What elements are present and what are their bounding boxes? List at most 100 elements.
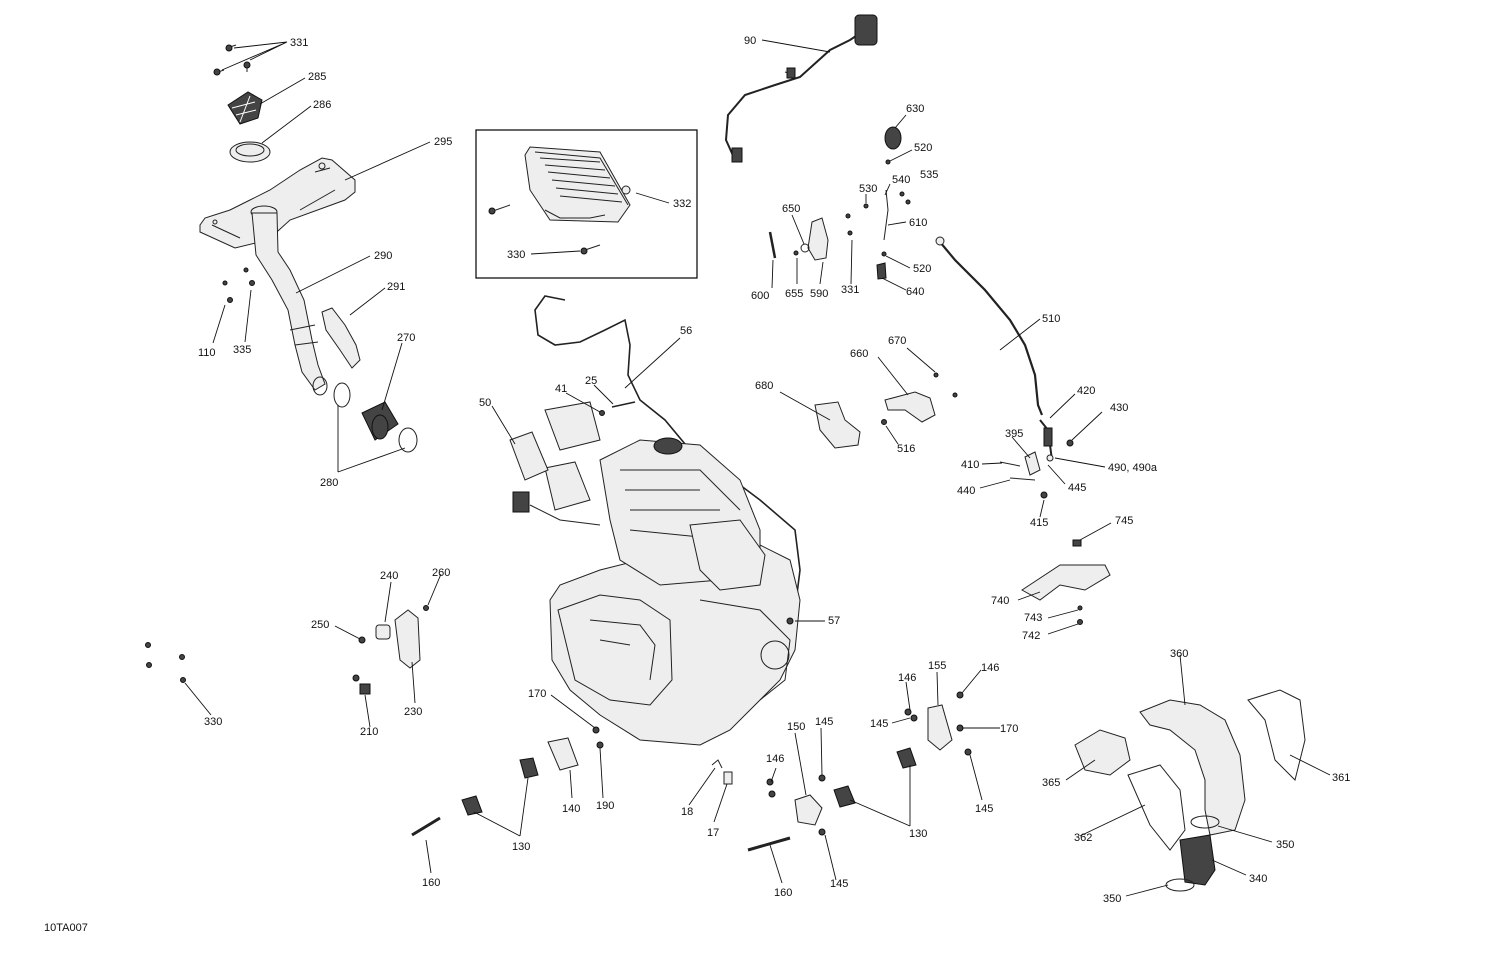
callout-50: 50 — [479, 397, 491, 409]
callout-540: 540 — [892, 174, 910, 186]
wire-harness-90 — [724, 14, 878, 163]
bracket-740 — [1021, 564, 1111, 601]
clamp-280-b — [398, 427, 418, 453]
callout-150: 150 — [787, 721, 805, 733]
callout-680: 680 — [755, 380, 773, 392]
pin-17 — [723, 771, 733, 785]
callout-362: 362 — [1074, 832, 1092, 844]
bracket-150 — [794, 794, 823, 826]
callout-350: 350 — [1276, 839, 1294, 851]
callout-361: 361 — [1332, 772, 1350, 784]
callout-155: 155 — [928, 660, 946, 672]
engine-block — [512, 401, 801, 746]
callout-57: 57 — [828, 615, 840, 627]
clamp-350-b — [1165, 878, 1195, 892]
callout-90: 90 — [744, 35, 756, 47]
callout-650: 650 — [782, 203, 800, 215]
spacer-240 — [375, 624, 391, 640]
callout-743: 743 — [1024, 612, 1042, 624]
clamp-350-a — [1190, 815, 1220, 829]
callout-335: 335 — [233, 344, 251, 356]
flange-365 — [1074, 729, 1131, 776]
callout-395: 395 — [1005, 428, 1023, 440]
washer-335b — [243, 267, 249, 273]
diagram-code: 10TA007 — [44, 922, 88, 934]
callout-360: 360 — [1170, 648, 1188, 660]
callout-655: 655 — [785, 288, 803, 300]
mount-130-b — [461, 795, 483, 816]
callout-160: 160 — [422, 877, 440, 889]
callout-530: 530 — [859, 183, 877, 195]
callout-291: 291 — [387, 281, 405, 293]
bolt-160-b — [747, 836, 791, 852]
clamp-280-a — [333, 382, 351, 408]
callout-18: 18 — [681, 806, 693, 818]
callout-140: 140 — [562, 803, 580, 815]
callout-410: 410 — [961, 459, 979, 471]
callout-340: 340 — [1249, 873, 1267, 885]
ecu-screw-330a — [492, 204, 511, 212]
bracket-140 — [547, 737, 579, 771]
callout-600: 600 — [751, 290, 769, 302]
bolt-160-a — [411, 816, 441, 837]
callout-146c: 146 — [766, 753, 784, 765]
callout-160b: 160 — [774, 887, 792, 899]
callout-350b: 350 — [1103, 893, 1121, 905]
callout-590: 590 — [810, 288, 828, 300]
callout-490: 490, 490a — [1108, 462, 1158, 474]
callout-520b: 520 — [913, 263, 931, 275]
callout-630: 630 — [906, 103, 924, 115]
bracket-plate-295 — [199, 157, 356, 249]
callout-285: 285 — [308, 71, 326, 83]
callout-510: 510 — [1042, 313, 1060, 325]
callout-240: 240 — [380, 570, 398, 582]
screw-110b — [222, 280, 228, 286]
muffler-340 — [1179, 834, 1216, 886]
intake-duct-290 — [250, 205, 328, 396]
callout-110: 110 — [198, 347, 216, 359]
washer-335 — [249, 280, 255, 286]
callout-660: 660 — [850, 348, 868, 360]
callout-145c: 145 — [975, 803, 993, 815]
callout-210: 210 — [360, 726, 378, 738]
callout-430: 430 — [1110, 402, 1128, 414]
ecu-module — [524, 146, 631, 223]
callout-280: 280 — [320, 477, 338, 489]
callout-332: 332 — [673, 198, 691, 210]
callout-130: 130 — [512, 841, 530, 853]
callout-745: 745 — [1115, 515, 1133, 527]
callout-270: 270 — [397, 332, 415, 344]
callout-330b: 330 — [204, 716, 222, 728]
bracket-155 — [927, 704, 953, 751]
callout-145d: 145 — [830, 878, 848, 890]
mount-130-a — [519, 757, 539, 779]
gasket-50 — [509, 431, 549, 481]
callout-170b: 170 — [1000, 723, 1018, 735]
callout-610: 610 — [909, 217, 927, 229]
mount-130-c — [833, 785, 856, 808]
nut-332 — [621, 185, 631, 195]
mount-230 — [394, 609, 421, 669]
callout-365: 365 — [1042, 777, 1060, 789]
callout-41: 41 — [555, 383, 567, 395]
bracket-660 — [884, 391, 936, 423]
heat-shield-362 — [1127, 764, 1186, 851]
callout-516: 516 — [897, 443, 915, 455]
callout-520: 520 — [914, 142, 932, 154]
callout-290: 290 — [374, 250, 392, 262]
callout-742: 742 — [1022, 630, 1040, 642]
rubber-boot-270 — [361, 401, 399, 441]
callout-17: 17 — [707, 827, 719, 839]
callout-25: 25 — [585, 375, 597, 387]
clip-18 — [711, 759, 723, 769]
callout-146b: 146 — [981, 662, 999, 674]
callout-640: 640 — [906, 286, 924, 298]
callout-286: 286 — [313, 99, 331, 111]
callout-145b: 145 — [815, 716, 833, 728]
callout-740: 740 — [991, 595, 1009, 607]
callout-labels: 331 285 286 295 290 291 110 335 270 280 … — [44, 35, 1350, 934]
mount-130-d — [896, 747, 917, 769]
callout-440: 440 — [957, 485, 975, 497]
callout-170: 170 — [528, 688, 546, 700]
